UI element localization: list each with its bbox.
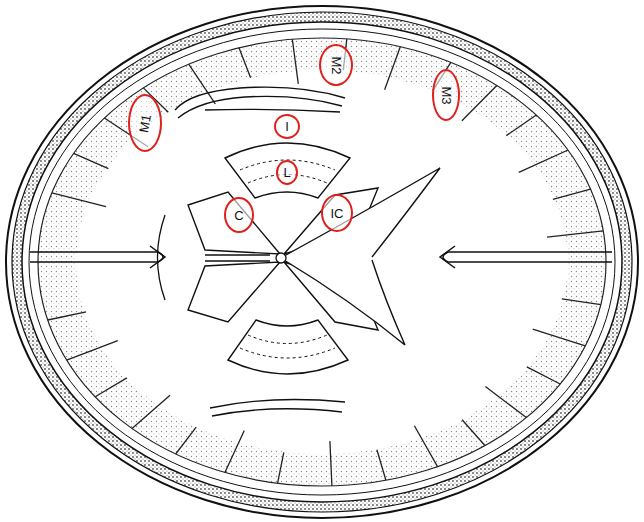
sulcus: [462, 86, 497, 121]
sulcus: [176, 427, 197, 454]
label-circle: M1: [128, 94, 162, 152]
label-circle: I: [274, 114, 300, 139]
sulcus: [67, 341, 118, 361]
label-circle: M3: [432, 69, 460, 121]
region-label: M2: [330, 56, 343, 74]
region-label: M1: [137, 113, 153, 133]
sulcus: [330, 441, 332, 486]
sulcus: [225, 430, 244, 472]
region-label: C: [234, 209, 243, 222]
sulcus: [562, 299, 601, 305]
sulcus: [52, 193, 106, 207]
sulcus: [385, 47, 401, 90]
sulcus: [377, 450, 386, 481]
sulcus: [239, 48, 251, 78]
sulcus: [132, 395, 170, 428]
sulcus: [553, 189, 591, 199]
label-circle: IC: [321, 194, 353, 232]
region-label: IC: [331, 207, 344, 220]
sulcus: [462, 420, 485, 446]
sulcus: [519, 150, 568, 172]
label-circle: C: [224, 197, 254, 233]
sulcus: [547, 231, 603, 237]
sulcus: [485, 387, 526, 418]
region-label: I: [285, 120, 289, 133]
sulcus: [95, 378, 127, 397]
label-circle: M2: [319, 44, 353, 86]
region-label: M3: [440, 86, 453, 104]
sulcus: [506, 115, 536, 136]
sulcus: [278, 452, 284, 483]
label-circle: L: [276, 160, 298, 185]
sulcus: [533, 329, 586, 346]
sulcus: [414, 426, 437, 467]
sulcus: [74, 153, 109, 168]
region-label: L: [283, 166, 290, 179]
sulcus: [292, 39, 298, 84]
sulcus: [527, 367, 560, 384]
sulcus: [48, 312, 86, 320]
